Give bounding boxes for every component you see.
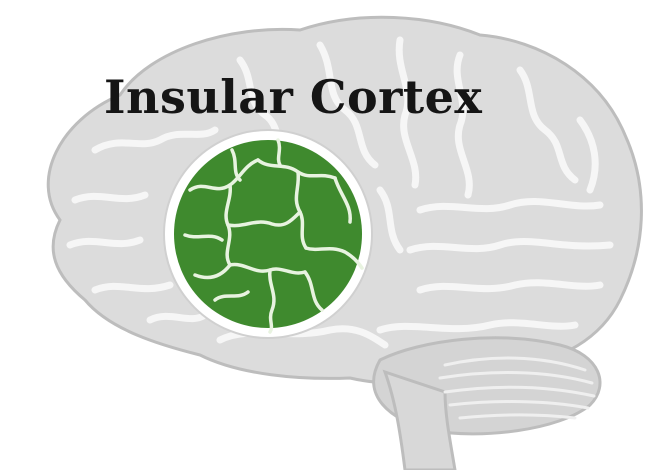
insular-cortex-highlight	[164, 130, 372, 338]
insula-region	[174, 140, 362, 328]
diagram-title: Insular Cortex	[104, 74, 482, 120]
